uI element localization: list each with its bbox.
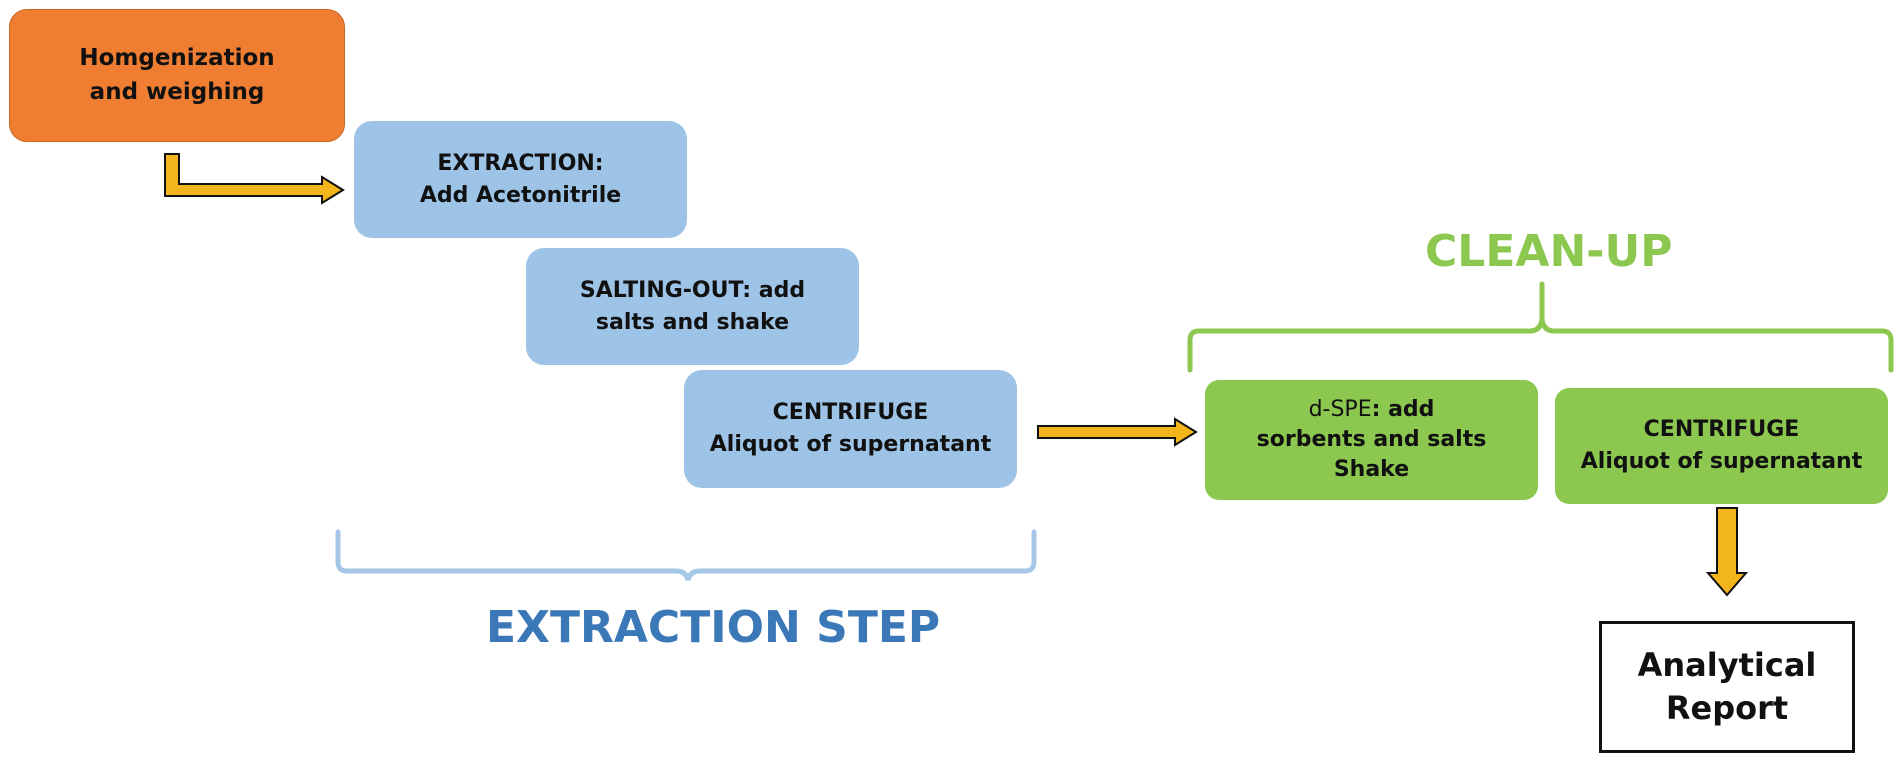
cleanup-centrifuge-step: CENTRIFUGE Aliquot of supernatant bbox=[1555, 388, 1888, 504]
dspe-label-line1: d-SPE: add bbox=[1309, 395, 1435, 425]
dspe-prefix: d-SPE bbox=[1308, 397, 1372, 423]
extraction-step-brace bbox=[335, 529, 1037, 581]
salting-out-step: SALTING-OUT: add salts and shake bbox=[526, 248, 859, 365]
dspe-label-line2: sorbents and salts bbox=[1256, 427, 1487, 453]
homogenization-label-line2: and weighing bbox=[89, 78, 265, 105]
centrifuge-label-line1: CENTRIFUGE bbox=[772, 400, 929, 426]
extraction-label-line2: Add Acetonitrile bbox=[419, 182, 622, 208]
clean-up-label: CLEAN-UP bbox=[1425, 226, 1673, 277]
homogenization-label-line1: Homgenization bbox=[79, 45, 275, 72]
centrifuge-step: CENTRIFUGE Aliquot of supernatant bbox=[684, 370, 1017, 488]
dspe-step: d-SPE: add sorbents and salts Shake bbox=[1205, 380, 1538, 500]
extraction-step: EXTRACTION: Add Acetonitrile bbox=[354, 121, 687, 238]
report-label-line2: Report bbox=[1665, 689, 1789, 727]
centrifuge-label-line2: Aliquot of supernatant bbox=[709, 432, 992, 457]
arrow-centrifuge-to-dspe bbox=[1037, 417, 1198, 447]
report-label-line1: Analytical bbox=[1637, 645, 1817, 684]
clean-up-brace bbox=[1187, 281, 1894, 373]
cleanup-centrifuge-label-line2: Aliquot of supernatant bbox=[1580, 449, 1863, 474]
salting-out-label-line2: salts and shake bbox=[595, 309, 790, 335]
dspe-suffix: : add bbox=[1371, 397, 1435, 423]
dspe-label-line3: Shake bbox=[1333, 456, 1410, 482]
extraction-label-line1: EXTRACTION: bbox=[437, 150, 604, 176]
cleanup-centrifuge-label-line1: CENTRIFUGE bbox=[1643, 417, 1800, 443]
salting-out-label-line1: SALTING-OUT: add bbox=[579, 277, 806, 303]
analytical-report: Analytical Report bbox=[1599, 621, 1855, 753]
extraction-step-label: EXTRACTION STEP bbox=[486, 602, 941, 653]
arrow-homogenization-to-extraction bbox=[164, 153, 345, 205]
homogenization-step: Homgenization and weighing bbox=[9, 9, 345, 142]
arrow-centrifuge-to-report bbox=[1705, 507, 1749, 597]
